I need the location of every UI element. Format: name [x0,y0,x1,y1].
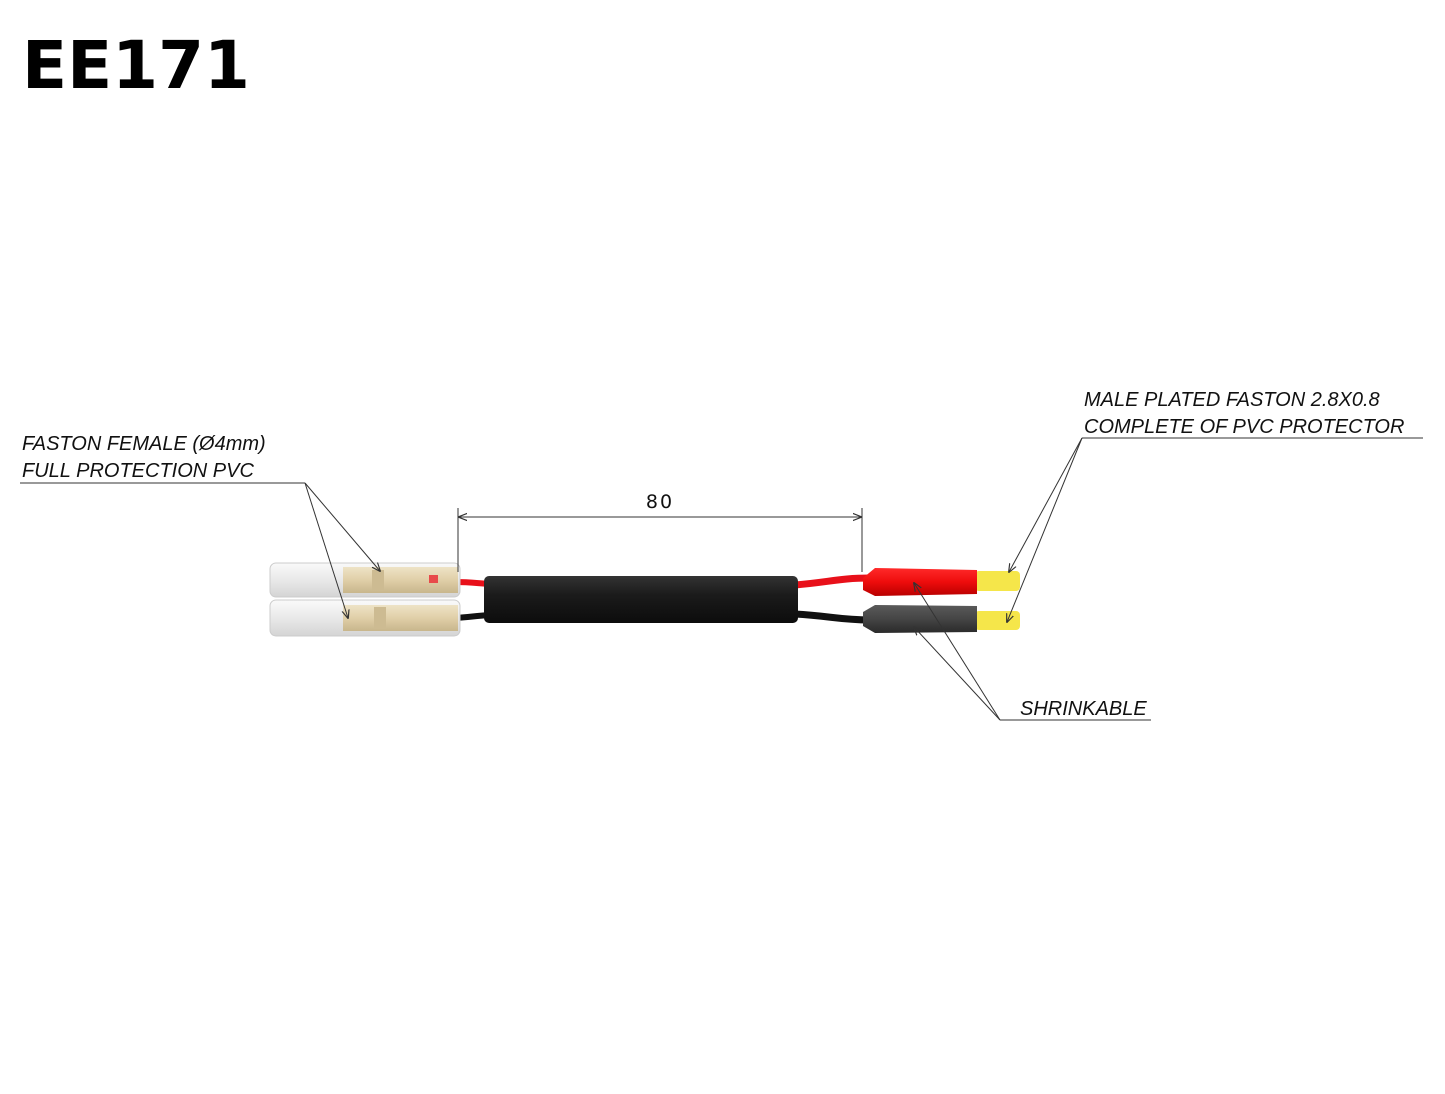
male-callout: MALE PLATED FASTON 2.8X0.8 COMPLETE OF P… [1007,389,1423,622]
female-label-line1: FASTON FEMALE (Ø4mm) [22,433,266,455]
part-number-title: EE171 [22,27,250,104]
male-label-line2: COMPLETE OF PVC PROTECTOR [1084,416,1404,438]
female-callout: FASTON FEMALE (Ø4mm) FULL PROTECTION PVC [20,433,380,618]
female-label-line2: FULL PROTECTION PVC [22,460,254,482]
shrinkable-callout: SHRINKABLE [914,583,1151,721]
male-faston-connectors [863,568,1020,633]
red-wire-right [794,574,871,589]
male-label-line1: MALE PLATED FASTON 2.8X0.8 [1084,389,1380,411]
female-faston-connectors [269,562,461,637]
black-wire-right [794,610,871,624]
heat-shrink-sleeve [484,576,798,623]
length-dimension: 80 [457,491,863,572]
dimension-value: 80 [646,491,674,513]
shrinkable-label: SHRINKABLE [1020,698,1147,720]
